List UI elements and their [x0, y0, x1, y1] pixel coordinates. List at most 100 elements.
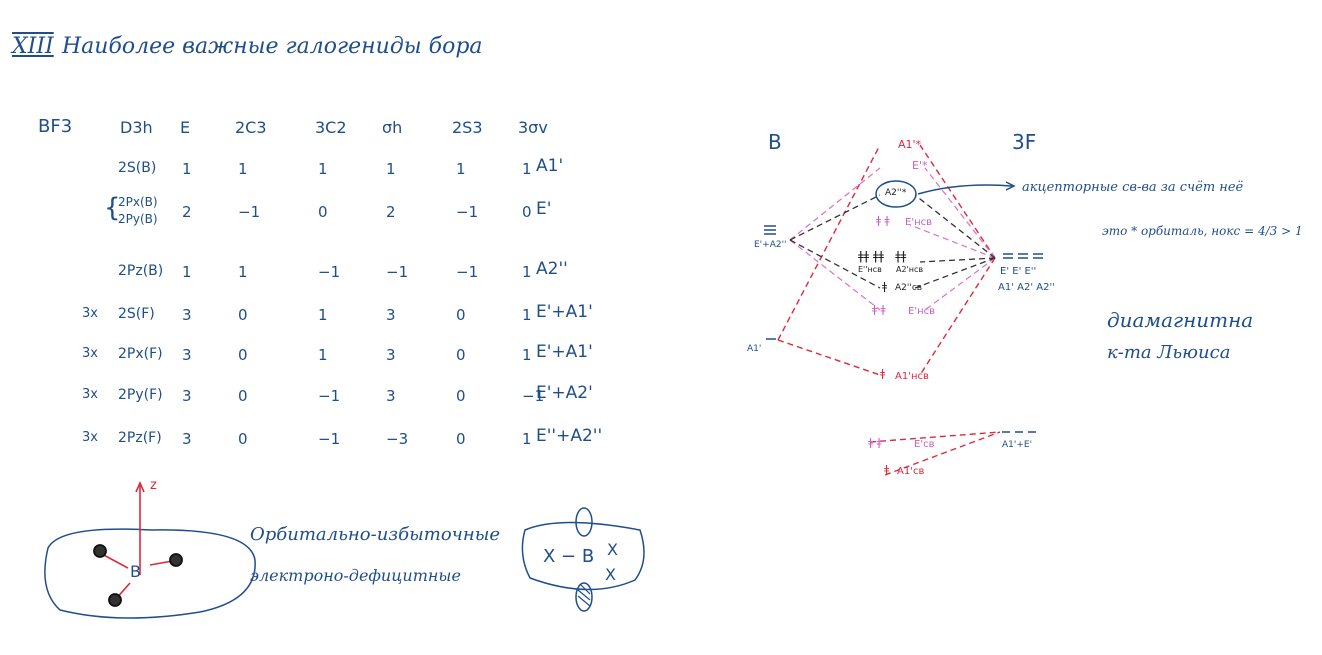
- mo-a2-nb: A2'нсв: [896, 265, 924, 274]
- table-cell: −1: [318, 263, 341, 281]
- table-cell: 0: [456, 387, 466, 405]
- table-cell: −1: [238, 203, 261, 221]
- table-cell: 3: [386, 346, 396, 364]
- row-orbital: 2S(F): [118, 306, 155, 322]
- table-cell: 1: [522, 263, 532, 281]
- table-cell: 1: [522, 306, 532, 324]
- table-cell: 0: [318, 203, 328, 221]
- table-cell: 3: [182, 306, 192, 324]
- row-irrep: E'+A1': [536, 342, 593, 362]
- table-cell: −1: [522, 387, 545, 405]
- table-cell: 1: [386, 160, 396, 178]
- table-cell: 0: [456, 306, 466, 324]
- lewis-sketch-x-upper: X: [607, 540, 618, 559]
- table-cell: 3: [182, 346, 192, 364]
- row-irrep: E'+A2': [536, 383, 593, 403]
- table-header: 3C2: [315, 118, 347, 137]
- table-cell: 1: [318, 160, 328, 178]
- row-orbital: 2Py(F): [118, 387, 163, 403]
- table-cell: −1: [456, 203, 479, 221]
- table-header: 2S3: [452, 118, 483, 137]
- table-cell: 1: [522, 160, 532, 178]
- mo-a2-bond: A2''св: [895, 283, 923, 293]
- mo-left-atom: B: [768, 130, 782, 154]
- row-multiplier: 3x: [82, 346, 98, 361]
- table-cell: 0: [238, 346, 248, 364]
- row-orbital: 2S(B): [118, 160, 157, 176]
- row-multiplier: 3x: [82, 306, 98, 321]
- mo-a1-nb: A1'нсв: [895, 371, 929, 382]
- row-irrep: A1': [536, 156, 564, 176]
- acceptor-annotation: акцепторные св-ва за счёт неё: [1022, 180, 1244, 195]
- mo-e-nb-lower: E'нсв: [908, 306, 935, 317]
- electron-pairs-nb: ǂǂ ǂǂ ǂǂ: [858, 249, 907, 263]
- table-cell: 2: [386, 203, 396, 221]
- table-cell: 3: [182, 430, 192, 448]
- table-cell: 1: [182, 263, 192, 281]
- page-title: Наиболее важные галогениды бора: [62, 34, 483, 59]
- mo-right-atom: 3F: [1012, 130, 1037, 154]
- mo-e-bond: E'св: [914, 439, 935, 450]
- electron-deficient-text: электроно-дефицитные: [250, 566, 461, 585]
- row-irrep: E': [536, 199, 552, 219]
- row-multiplier: 3x: [82, 387, 98, 402]
- row-irrep: E'+A1': [536, 302, 593, 322]
- mo-e-nb-upper: E'нсв: [905, 217, 932, 228]
- orbital-sketch-center: B: [130, 562, 141, 581]
- table-cell: 1: [456, 160, 466, 178]
- row-orbital: 2Px(F): [118, 346, 163, 362]
- table-cell: 1: [318, 306, 328, 324]
- table-cell: 0: [238, 430, 248, 448]
- electron-pairs-e-bond: ǂ ǂ: [868, 436, 882, 449]
- lewis-sketch-x-lower: X: [605, 565, 616, 584]
- lewis-acid-label: к-та Льюиса: [1107, 342, 1231, 363]
- table-cell: 3: [386, 306, 396, 324]
- table-cell: −1: [456, 263, 479, 281]
- bond-order-annotation: это * орбиталь, нокс = 4/3 > 1: [1102, 224, 1303, 238]
- table-header: D3h: [120, 118, 153, 137]
- mo-e2-nb: E''нсв: [858, 265, 882, 274]
- orbital-sketch-z: z: [150, 478, 157, 493]
- table-cell: −3: [386, 430, 409, 448]
- table-cell: 1: [318, 346, 328, 364]
- table-cell: 1: [522, 430, 532, 448]
- electron-pair-a1-bond: ǂ: [884, 463, 890, 476]
- row-irrep: E''+A2'': [536, 426, 603, 446]
- table-cell: 1: [238, 263, 248, 281]
- right-level-row2: A1' A2' A2'': [998, 282, 1055, 293]
- mo-a1-star: A1'*: [898, 138, 922, 151]
- right-level-low: A1'+E': [1002, 440, 1033, 450]
- table-header: 3σv: [518, 118, 548, 137]
- row-orbital: 2Px(B): [118, 195, 158, 209]
- electron-pairs-e-upper: ǂ ǂ: [876, 214, 890, 227]
- electron-pair-a2-bond: ǂ: [882, 280, 888, 293]
- table-header: σh: [382, 118, 403, 137]
- molecule-label: BF3: [38, 116, 73, 137]
- table-cell: 1: [522, 346, 532, 364]
- right-level-row1: E' E' E'': [1000, 266, 1037, 277]
- left-level-e-a2: E'+A2'': [754, 240, 787, 250]
- table-cell: 2: [182, 203, 192, 221]
- table-cell: −1: [318, 430, 341, 448]
- magnetism-label: диамагнитна: [1107, 308, 1254, 332]
- table-cell: 1: [182, 160, 192, 178]
- left-level-a1: A1': [747, 344, 762, 354]
- lewis-sketch-left: X − B: [543, 546, 595, 567]
- table-header: 2C3: [235, 118, 267, 137]
- row-orbital: 2Py(B): [118, 212, 158, 226]
- table-cell: 1: [238, 160, 248, 178]
- table-cell: 0: [238, 387, 248, 405]
- electron-pairs-e-lower: ǂ ǂ: [872, 303, 886, 316]
- row-orbital: 2Pz(F): [118, 430, 162, 446]
- row-orbital: 2Pz(B): [118, 263, 164, 279]
- table-cell: 0: [238, 306, 248, 324]
- section-number: XIII: [12, 34, 54, 59]
- table-cell: −1: [318, 387, 341, 405]
- brace: {: [104, 193, 121, 223]
- table-cell: 0: [456, 430, 466, 448]
- orbital-excess-text: Орбитально-избыточные: [250, 524, 501, 545]
- table-cell: 0: [522, 203, 532, 221]
- mo-e-star: E'*: [912, 159, 928, 172]
- mo-a1-bond: A1'св: [897, 466, 925, 477]
